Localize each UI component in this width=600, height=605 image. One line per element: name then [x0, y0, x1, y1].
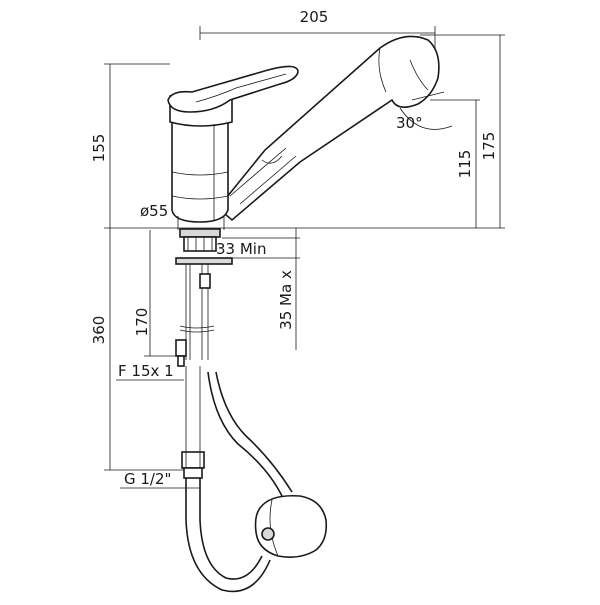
min-hole-label: 33 Min	[216, 240, 266, 258]
tail-fitting	[175, 339, 187, 357]
hose-length-label: 360	[90, 316, 108, 345]
dim-175-label: 175	[480, 132, 498, 161]
hose-thread-label: G 1/2"	[124, 470, 171, 488]
pull-out-hose-loop	[185, 478, 271, 593]
mixer-body	[171, 117, 229, 223]
dim-155: 155	[90, 63, 170, 228]
hose-connector	[181, 451, 205, 469]
tail-thread-label: F 15x 1	[118, 362, 174, 380]
mount-bracket	[183, 236, 217, 252]
dim-205-label: 205	[300, 8, 329, 26]
dim-115: 115	[430, 99, 480, 228]
base-diameter-label: ø55	[140, 202, 168, 220]
mount-washer	[179, 228, 221, 238]
pull-out-hose-outer	[207, 371, 283, 497]
hose-counterweight	[254, 494, 328, 558]
dim-115-label: 115	[456, 150, 474, 179]
dim-205: 205	[199, 8, 436, 48]
under-deck-assembly: 33 Min 35 Ma x 170 F 15x 1 360	[90, 228, 328, 593]
mount-plate	[175, 257, 233, 265]
spray-angle-label: 30°	[396, 114, 423, 132]
counterweight-screw	[261, 527, 275, 541]
tail-length-label: 170	[133, 308, 151, 337]
dim-175: 175	[420, 34, 505, 228]
dim-base-diameter: ø55	[140, 202, 225, 230]
dim-155-label: 155	[90, 134, 108, 163]
threaded-stud-nut	[199, 273, 211, 289]
pull-out-spout	[216, 35, 440, 222]
faucet-body: 30°	[167, 35, 453, 223]
max-deck-label: 35 Ma x	[277, 270, 295, 330]
